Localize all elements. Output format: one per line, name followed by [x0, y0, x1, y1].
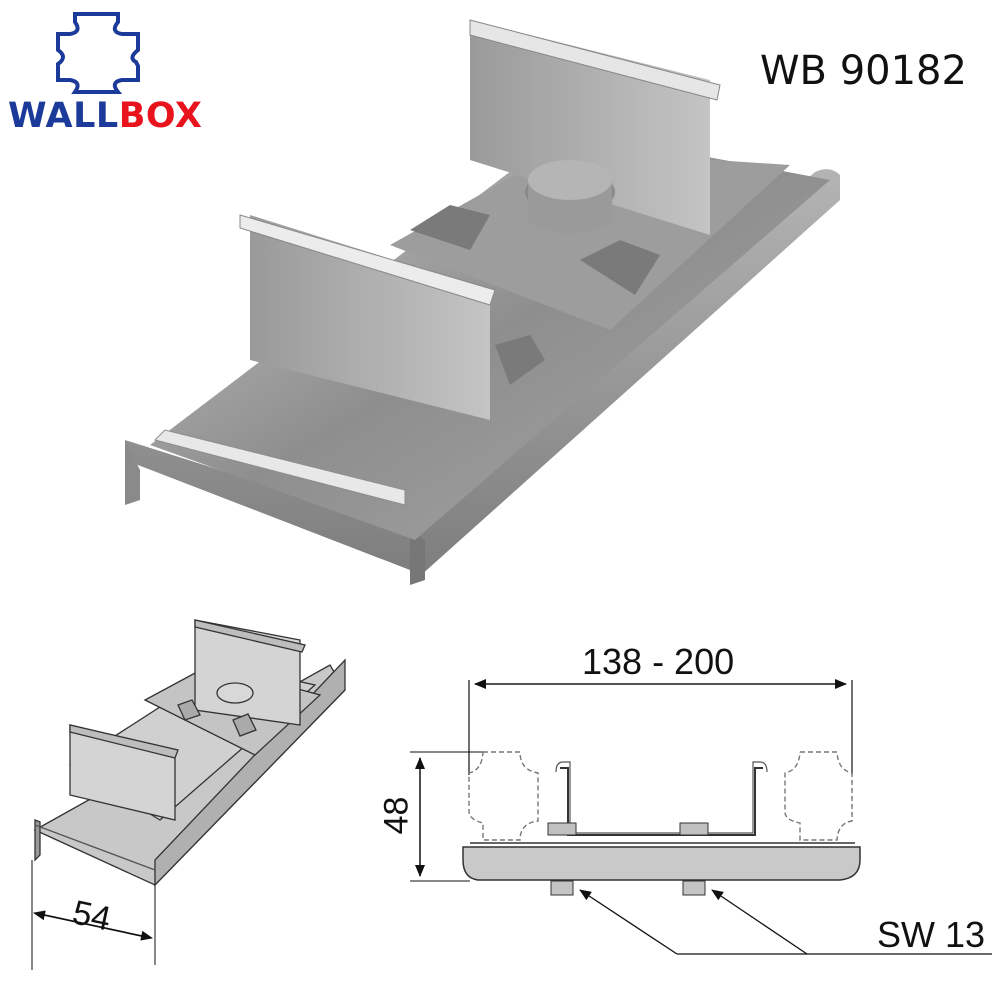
logo-text-wall: WALL	[8, 96, 119, 136]
dimension-height: 48	[377, 796, 416, 835]
wallbox-logo-text: WALLBOX	[8, 96, 202, 136]
logo-text-box: BOX	[118, 96, 203, 136]
dimension-base-width: 54	[69, 893, 115, 939]
dimension-width-range: 138 - 200	[582, 641, 735, 682]
wallbox-logo-icon	[56, 12, 140, 94]
product-isometric-drawing	[31, 619, 346, 970]
dimension-wrench-size: SW 13	[877, 914, 986, 955]
cross-section-drawing	[410, 679, 992, 955]
product-render-3d	[125, 19, 840, 585]
product-code: WB 90182	[760, 48, 967, 94]
